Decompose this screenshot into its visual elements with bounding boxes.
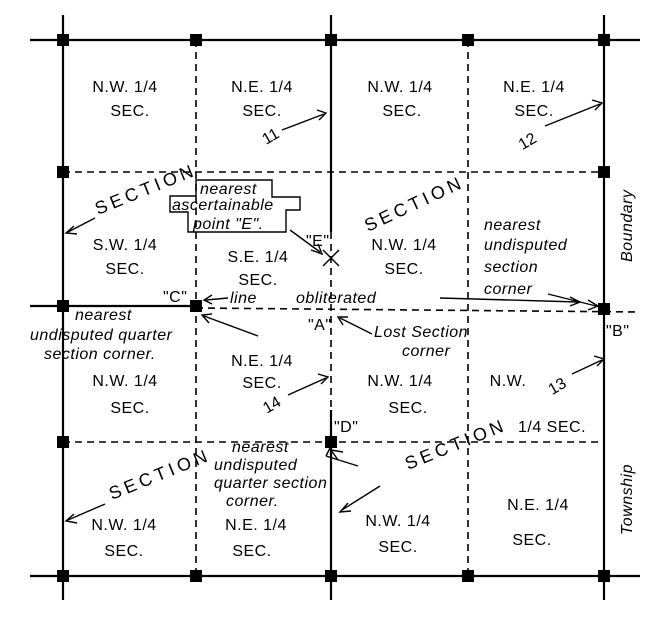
corner-marker (598, 34, 610, 46)
quarter-label: N.W. 1/4 (367, 373, 432, 390)
obliterated-word: obliterated (296, 290, 377, 307)
note-text: section (484, 259, 538, 276)
section-word: SECTION (106, 445, 214, 504)
quarter-label: S.W. 1/4 (93, 237, 157, 254)
note-text: nearest (75, 307, 132, 324)
quarter-label: N.W. 1/4 (91, 517, 156, 534)
nearest-undisputed-section-note: nearest undisputed section corner (484, 217, 600, 311)
note-text: undisputed (214, 457, 298, 474)
quarter-label: N.W. 1/4 (371, 237, 436, 254)
quarter-label: SEC. (382, 103, 421, 120)
quarter-label: SEC. (512, 532, 551, 549)
corner-marker (325, 34, 337, 46)
corner-marker (598, 166, 610, 178)
note-text: quarter section (214, 475, 327, 492)
note-text: corner. (226, 493, 279, 510)
corner-marker (190, 34, 202, 46)
corner-marker (462, 570, 474, 582)
quarter-label: SEC. (378, 539, 417, 556)
quarter-label: N.W. 1/4 (92, 79, 157, 96)
point-b-label: "B" (606, 323, 630, 340)
quarter-label: N.E. 1/4 (231, 353, 293, 370)
quarter-label: SEC. (384, 261, 423, 278)
quarter-label: SEC. (514, 103, 553, 120)
section-number-labels: 11 12 14 13 (259, 99, 606, 418)
line-word: line (230, 290, 257, 307)
point-e-label: "E" (306, 233, 330, 250)
township-word: Township (619, 464, 636, 535)
corner-marker (598, 570, 610, 582)
nearest-undisputed-quarter-left-note: nearest undisputed quarter section corne… (30, 307, 259, 363)
boundary-word: Boundary (619, 189, 636, 262)
corner-marker-d (325, 436, 337, 448)
quarter-label: N.W. 1/4 (365, 513, 430, 530)
quarter-label: N.E. 1/4 (231, 79, 293, 96)
nearest-ascertainable-callout: nearest ascertainable point "E". (169, 179, 324, 256)
callout-text: point "E". (192, 216, 264, 233)
callout-text: ascertainable (172, 197, 274, 214)
corner-marker (57, 166, 69, 178)
quarter-label: N.W. 1/4 (92, 373, 157, 390)
point-a-label: "A" (308, 317, 332, 334)
quarter-label: 1/4 SEC. (518, 419, 586, 436)
quarter-label: SEC. (232, 543, 271, 560)
section-number-12: 12 (516, 130, 540, 154)
quarter-label: N.E. 1/4 (507, 497, 569, 514)
corner-marker-b (598, 303, 610, 315)
note-text: nearest (484, 217, 541, 234)
note-text: nearest (232, 439, 289, 456)
point-c-label: "C" (163, 289, 187, 306)
corner-marker (57, 34, 69, 46)
obliterated-line-label: line obliterated (202, 290, 582, 307)
section-word: SECTION (402, 415, 510, 474)
quarter-label: SEC. (388, 400, 427, 417)
callout-text: nearest (200, 181, 257, 198)
lost-section-note: Lost Section corner (336, 316, 468, 360)
quarter-label: SEC. (104, 543, 143, 560)
corner-marker (57, 570, 69, 582)
note-text: section corner. (44, 346, 156, 363)
quarter-label: SEC. (105, 261, 144, 278)
corner-marker-c (190, 300, 202, 312)
quarter-label: N.W. 1/4 (367, 79, 432, 96)
quarter-label: S.E. 1/4 (228, 249, 289, 266)
corner-marker (57, 300, 69, 312)
corner-monuments (57, 34, 610, 582)
section-number-13: 13 (546, 375, 570, 399)
quarter-label: SEC. (238, 272, 277, 289)
section-word: SECTION (361, 172, 467, 236)
corner-marker (462, 34, 474, 46)
obliterated-line (195, 307, 641, 313)
township-boundary-labels: Boundary Township (619, 189, 636, 535)
quarter-label: N.W. (490, 373, 527, 390)
corner-marker (190, 570, 202, 582)
point-d-label: "D" (334, 419, 358, 436)
quarter-label: SEC. (242, 103, 281, 120)
quarter-labels: N.W. 1/4 SEC. N.E. 1/4 SEC. N.W. 1/4 SEC… (91, 79, 586, 560)
dashed-quarter-lines (63, 40, 641, 576)
section-number-11: 11 (259, 125, 282, 148)
corner-marker (325, 570, 337, 582)
quarter-label: N.E. 1/4 (503, 79, 565, 96)
corner-marker (57, 436, 69, 448)
note-text: corner (484, 281, 533, 298)
section-number-14: 14 (260, 394, 284, 418)
note-text: undisputed quarter (30, 327, 173, 344)
note-text: undisputed (484, 237, 568, 254)
quarter-label: SEC. (110, 103, 149, 120)
quarter-label: SEC. (110, 400, 149, 417)
quarter-label: SEC. (242, 375, 281, 392)
note-text: corner (402, 343, 451, 360)
nearest-undisputed-quarter-mid-note: nearest undisputed quarter section corne… (214, 439, 359, 510)
point-e-cross (322, 249, 340, 267)
quarter-label: N.E. 1/4 (225, 517, 287, 534)
note-text: Lost Section (374, 324, 468, 341)
